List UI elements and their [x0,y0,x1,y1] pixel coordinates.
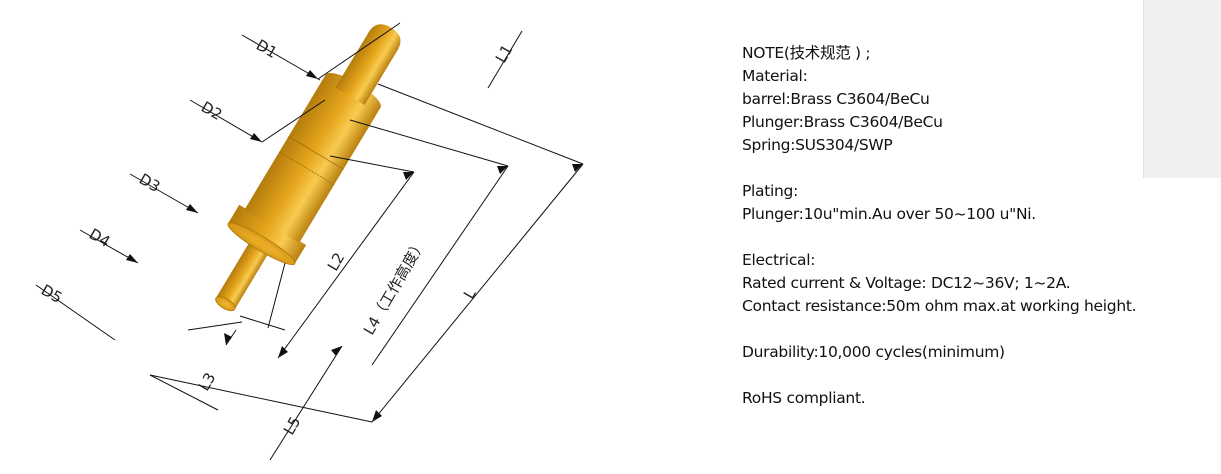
crimp-line-1 [288,136,344,170]
rohs: RoHS compliant. [742,389,866,407]
label-l3: L3 [195,369,220,394]
spec-notes: NOTE(技术规范 ) ; Material: barrel:Brass C36… [742,42,1212,410]
spring-material: Spring:SUS304/SWP [742,136,893,154]
tail-end-face [215,296,236,312]
plunger-material: Plunger:Brass C3604/BeCu [742,113,943,131]
pogo-pin-drawing: D1 D2 D3 D4 D5 L1 L2 L4（工作高度） L L3 L5 [35,22,584,461]
plunger-tip [368,24,401,51]
label-l1: L1 [492,41,517,66]
label-d1: D1 [253,36,280,62]
dimension-lines [35,22,584,461]
label-d3: D3 [136,170,163,196]
dimension-arrows [126,70,583,422]
plating-heading: Plating: [742,182,799,200]
plating-value: Plunger:10u"min.Au over 50~100 u"Ni. [742,205,1036,223]
material-heading: Material: [742,67,808,85]
label-l4: L4（工作高度） [360,236,430,338]
label-l: L [460,285,480,302]
barrel [244,74,381,244]
pogo-pin [215,24,401,312]
side-panel [1143,0,1221,178]
electrical-heading: Electrical: [742,251,816,269]
plunger [335,30,399,106]
durability: Durability:10,000 cycles(minimum) [742,343,1005,361]
rated-current: Rated current & Voltage: DC12~36V; 1~2A. [742,274,1071,292]
flange [227,204,307,264]
tail-root [251,237,272,251]
tail-shaft [215,238,271,310]
label-l2: L2 [324,249,349,274]
label-d2: D2 [198,98,225,124]
label-l5: L5 [280,413,305,438]
contact-resistance: Contact resistance:50m ohm max.at workin… [742,297,1137,315]
notes-title: NOTE(技术规范 ) ; [742,44,871,62]
barrel-material: barrel:Brass C3604/BeCu [742,90,930,108]
